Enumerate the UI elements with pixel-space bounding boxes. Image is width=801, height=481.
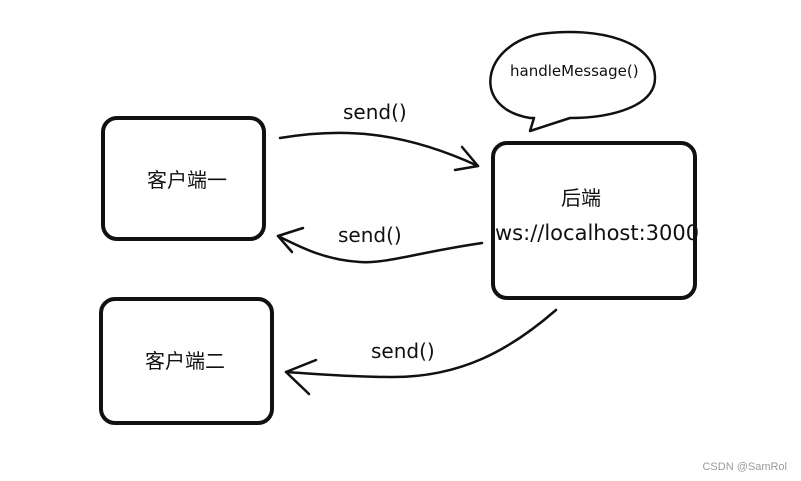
arrowhead-client2 xyxy=(284,358,318,396)
client1-label: 客户端一 xyxy=(147,168,227,192)
speech-bubble-shape xyxy=(489,30,657,133)
arrowhead-backend xyxy=(453,145,480,172)
send-label-backend-to-client2: send() xyxy=(371,339,435,363)
client2-node xyxy=(99,297,274,425)
client1-node xyxy=(101,116,266,241)
arrowhead-client1 xyxy=(276,226,305,254)
backend-node xyxy=(491,141,697,300)
send-label-backend-to-client1: send() xyxy=(338,223,402,247)
arrow-backend-to-client1 xyxy=(276,234,484,264)
send-label-client1-to-backend: send() xyxy=(343,100,407,124)
arrow-backend-to-client2 xyxy=(284,308,558,379)
watermark: CSDN @SamRol xyxy=(702,461,787,473)
arrow-client1-to-backend xyxy=(278,131,480,168)
backend-address: ws://localhost:3000 xyxy=(495,221,700,245)
client2-label: 客户端二 xyxy=(145,349,225,373)
handle-message-label: handleMessage() xyxy=(510,62,639,80)
backend-label: 后端 xyxy=(561,186,601,210)
